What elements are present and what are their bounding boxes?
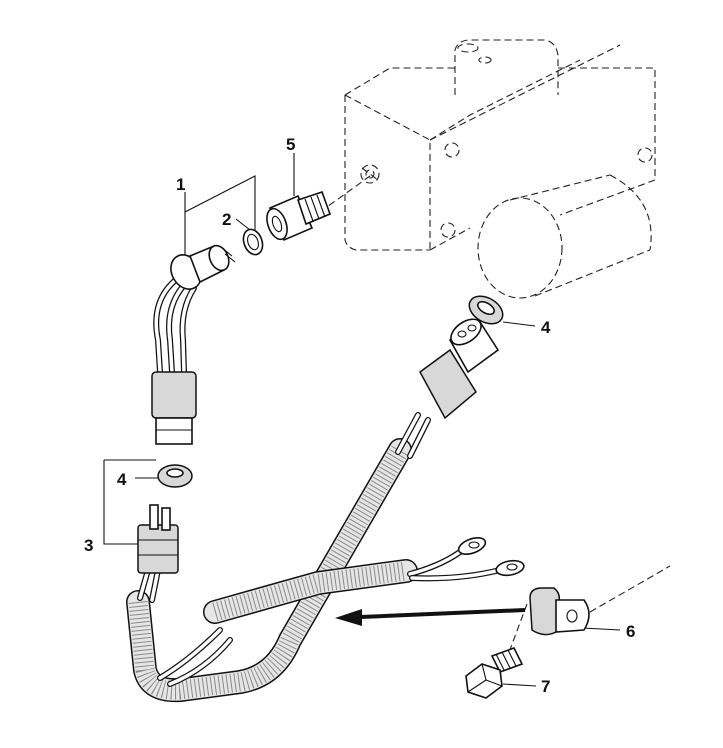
- part-5-adapter: [266, 190, 332, 242]
- part-4-grommet-left: [157, 464, 193, 488]
- callout-2: 2: [222, 210, 231, 229]
- engine-housing: [344, 39, 656, 299]
- callout-4-left: 4: [117, 470, 127, 489]
- routing-arrow: [335, 608, 526, 626]
- part-6-clamp: [529, 587, 590, 636]
- part-3-harness-connector: [137, 504, 179, 574]
- callout-labels: 1 2 5 4 4 3 6 7: [84, 135, 635, 696]
- part-2-o-ring: [242, 228, 264, 256]
- callout-4-right: 4: [541, 318, 551, 337]
- callout-3: 3: [84, 536, 93, 555]
- assembly-guide-lines: [103, 153, 671, 687]
- wire-harness: [126, 412, 525, 703]
- part-1-sensor: [151, 244, 236, 445]
- callout-6: 6: [626, 622, 635, 641]
- part-4-grommet-right: [468, 295, 504, 325]
- callout-1: 1: [176, 175, 185, 194]
- harness-connector-right: [419, 318, 500, 420]
- callout-5: 5: [286, 135, 295, 154]
- part-7-bolt: [465, 647, 524, 699]
- callout-7: 7: [541, 677, 550, 696]
